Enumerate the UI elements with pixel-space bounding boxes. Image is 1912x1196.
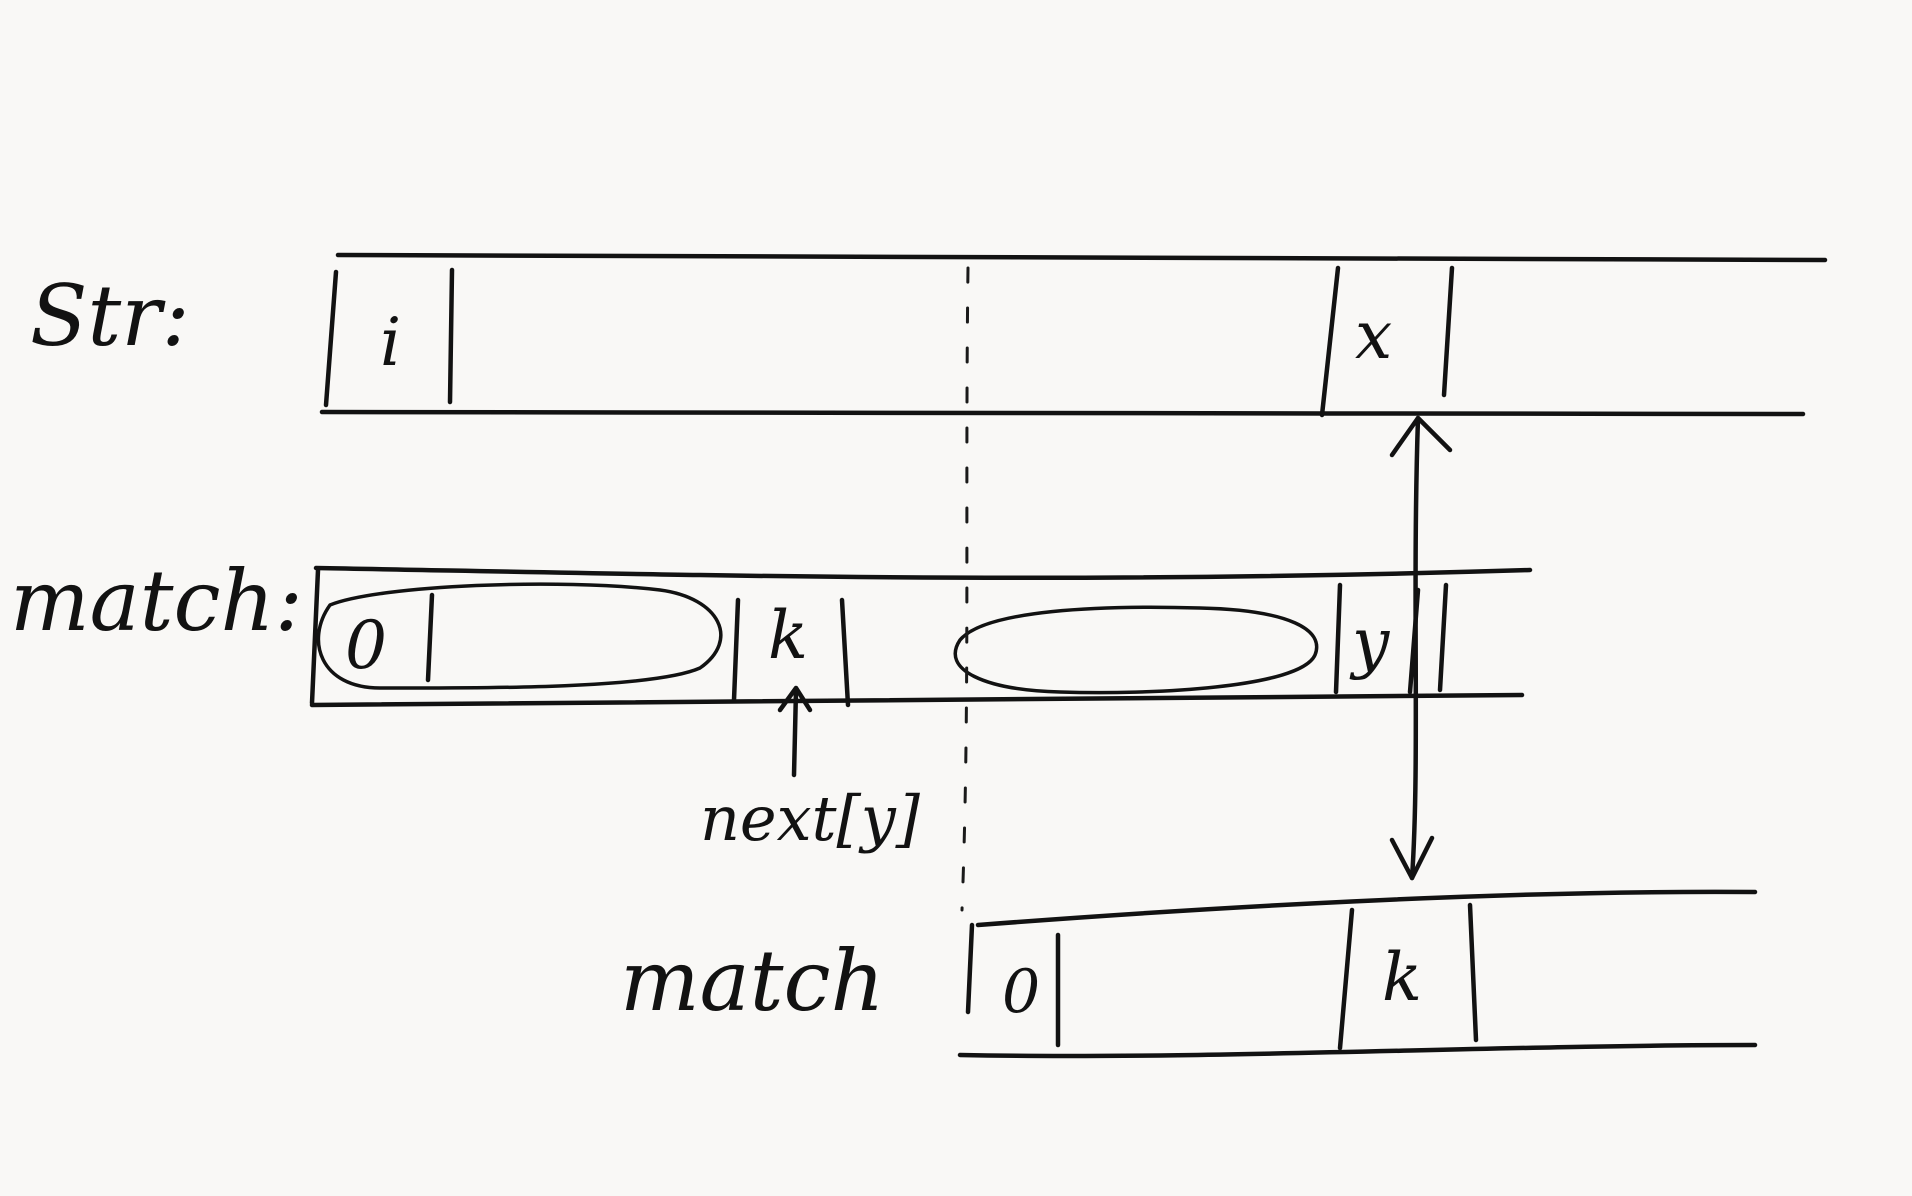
shifted-bottom-line [957,1042,1758,1059]
str-cell-x-left [1319,265,1341,418]
match-cell-k-right [839,597,851,708]
str-left-edge [323,269,339,408]
comparison-arrow-head-bottom [1389,835,1435,881]
str-cell-x: x [1355,297,1392,374]
shifted-top-line [975,889,1758,928]
shifted-cell-k: k [1382,939,1422,1016]
match-label-bottom: match [620,932,885,1030]
match-cell-0: 0 [345,607,387,684]
match-bar-top: 0 k y [309,565,1533,708]
match-left-edge [309,567,321,706]
match-top-line [313,565,1533,581]
match-bar-bottom: 0 k [957,889,1758,1059]
match-cell-k: k [768,597,808,674]
str-bottom-line [319,409,1806,417]
shifted-cell-k-right [1467,902,1479,1043]
next-arrow-head [777,685,813,713]
match-cell-0-divider [425,592,435,683]
shifted-cell-k-left [1337,907,1355,1051]
str-cell-i: i [380,304,401,381]
shifted-cell-0: 0 [1002,957,1040,1027]
match-label-top: match: [10,552,303,650]
comparison-arrow-shaft [1409,415,1421,881]
next-label: next[y] [700,782,921,855]
alignment-dashed-line [960,266,970,912]
comparison-arrow [1389,415,1453,881]
prefix-oval [316,582,723,690]
shifted-left-edge [965,922,975,1015]
str-label: Str: [30,267,190,365]
str-cell-i-divider [447,267,455,405]
match-bottom-line [309,692,1525,708]
match-cell-y: y [1349,604,1390,681]
str-top-line [335,252,1828,263]
suffix-oval [953,605,1319,695]
next-pointer: next[y] [700,685,921,855]
match-cell-y-right [1437,582,1449,693]
str-bar: i x [319,252,1828,418]
comparison-arrow-head-top [1389,415,1453,458]
str-cell-x-right [1441,265,1455,398]
next-arrow-shaft [791,687,799,778]
match-cell-y-left [1333,582,1343,695]
match-cell-k-left [731,597,741,703]
